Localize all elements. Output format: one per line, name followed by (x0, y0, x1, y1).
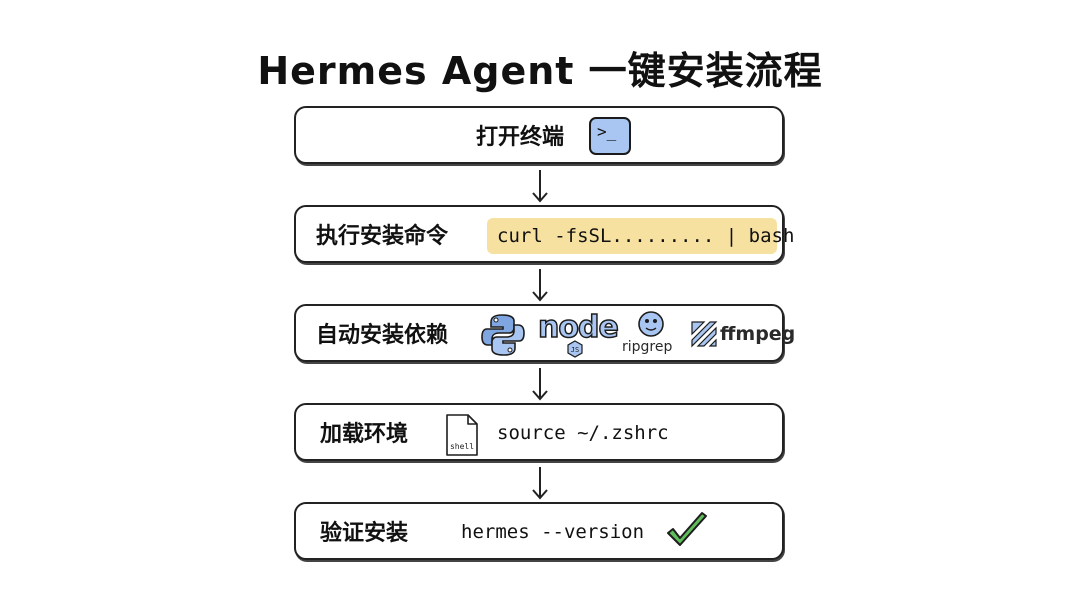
svg-text:JS: JS (571, 346, 579, 354)
arrow-down-icon (532, 467, 548, 500)
python-logo-icon (481, 314, 525, 356)
step-load-environment: 加载环境 shell source ~/.zshrc (294, 403, 784, 461)
ffmpeg-label: ffmpeg (720, 323, 796, 345)
node-logo-icon: node JS (537, 309, 620, 358)
shell-file-icon (446, 414, 478, 456)
arrow-down-icon (532, 368, 548, 401)
version-command: hermes --version (461, 521, 645, 543)
checkmark-icon (667, 512, 707, 546)
ripgrep-logo-icon: ripgrep (622, 310, 682, 358)
step-install-dependencies: 自动安装依赖 node JS ripgrep ffmpeg (294, 304, 795, 362)
arrow-down-icon (532, 269, 548, 302)
terminal-icon: >_ (589, 117, 631, 155)
ffmpeg-logo-icon: ffmpeg (690, 318, 795, 354)
page-title: Hermes Agent 一键安装流程 (257, 49, 823, 93)
step-verify-install: 验证安装 hermes --version (294, 502, 784, 560)
install-command-box: curl -fsSL......... | bash (487, 218, 794, 254)
ripgrep-label: ripgrep (622, 339, 673, 355)
step-open-terminal: 打开终端 >_ (294, 106, 784, 164)
step-run-install-command: 执行安装命令 curl -fsSL......... | bash (294, 205, 794, 263)
terminal-icon-text: >_ (597, 122, 617, 141)
step-label: 加载环境 (320, 422, 409, 447)
step-label: 验证安装 (320, 521, 409, 546)
install-command: curl -fsSL......... | bash (497, 225, 795, 247)
node-logo-text: node (537, 309, 619, 346)
shell-file-label: shell (449, 442, 475, 451)
arrow-down-icon (532, 170, 548, 203)
source-command: source ~/.zshrc (497, 422, 669, 444)
step-label: 打开终端 (476, 125, 565, 150)
step-label: 自动安装依赖 (316, 323, 449, 348)
step-label: 执行安装命令 (316, 224, 449, 249)
